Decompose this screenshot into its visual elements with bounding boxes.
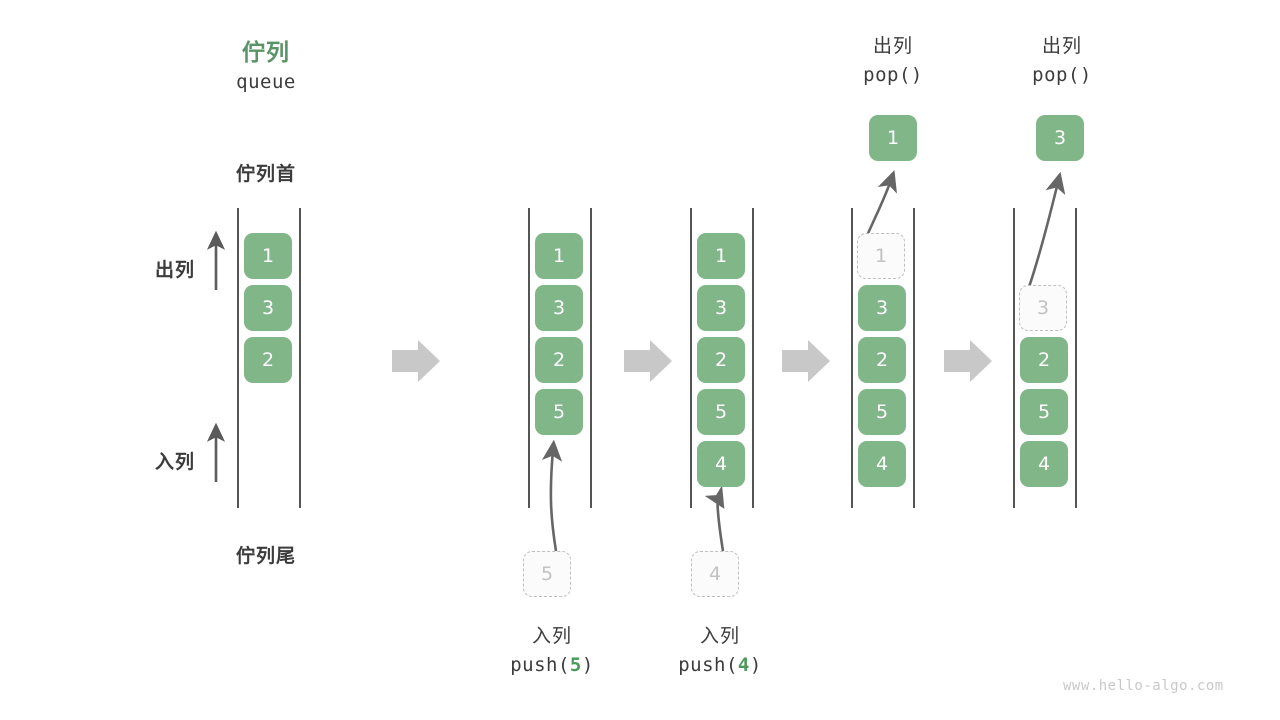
pop-1-caption: 出列 pop() [793, 32, 993, 91]
queue-cell: 2 [1020, 337, 1068, 383]
rail-right [913, 208, 915, 508]
pop-3-caption: 出列 pop() [962, 32, 1162, 91]
queue-cell: 5 [858, 389, 906, 435]
pop-1-arrow [864, 170, 897, 239]
popped-slot-ghost: 3 [1019, 285, 1067, 331]
queue-cell: 5 [697, 389, 745, 435]
push-5-arg: 5 [569, 654, 582, 677]
queue-cell: 3 [858, 285, 906, 331]
rail-right [752, 208, 754, 508]
push-5-caption-code: push(5) [452, 651, 652, 680]
push-5-close: ) [581, 654, 594, 677]
popped-slot-ghost: 1 [857, 233, 905, 279]
queue-cell: 4 [697, 441, 745, 487]
push-5-caption-cn: 入列 [531, 625, 572, 647]
queue-tail-label: 佇列尾 [235, 545, 296, 567]
transition-arrow-3 [782, 340, 830, 382]
rail-left [528, 208, 530, 508]
rail-right [299, 208, 301, 508]
rail-left [1013, 208, 1015, 508]
transition-arrow-1 [392, 340, 440, 382]
rail-left [851, 208, 853, 508]
queue-cell: 4 [858, 441, 906, 487]
push-5-caption: 入列 push(5) [452, 622, 652, 681]
rail-right [590, 208, 592, 508]
rail-right [1075, 208, 1077, 508]
push-4-arg: 4 [737, 654, 750, 677]
page-subtitle: queue [236, 71, 296, 93]
pop-3-caption-cn: 出列 [1041, 35, 1082, 57]
queue-cell: 1 [697, 233, 745, 279]
queue-cell: 2 [697, 337, 745, 383]
push-4-caption-code: push(4) [620, 651, 820, 680]
queue-cell: 3 [697, 285, 745, 331]
push-4-fn: push( [678, 654, 738, 677]
queue-cell: 2 [535, 337, 583, 383]
popped-value-cell: 3 [1036, 115, 1084, 161]
queue-cell: 2 [244, 337, 292, 383]
popped-value-cell: 1 [869, 115, 917, 161]
push-5-arrow [541, 439, 563, 552]
transition-arrow-2 [624, 340, 672, 382]
queue-cell: 3 [535, 285, 583, 331]
rail-left [237, 208, 239, 508]
pop-1-caption-code: pop() [863, 64, 923, 87]
rail-left [690, 208, 692, 508]
queue-cell: 1 [244, 233, 292, 279]
pop-3-caption-code: pop() [1032, 64, 1092, 87]
queue-cell: 2 [858, 337, 906, 383]
queue-cell: 1 [535, 233, 583, 279]
push-4-caption: 入列 push(4) [620, 622, 820, 681]
transition-arrow-4 [944, 340, 992, 382]
queue-cell: 3 [244, 285, 292, 331]
push-5-fn: push( [510, 654, 570, 677]
pending-push-cell: 4 [691, 551, 739, 597]
watermark: www.hello-algo.com [1063, 678, 1224, 694]
push-4-arrow [704, 485, 725, 552]
pending-push-cell: 5 [523, 551, 571, 597]
queue-cell: 4 [1020, 441, 1068, 487]
queue-cell: 5 [1020, 389, 1068, 435]
pop-1-caption-cn: 出列 [872, 35, 913, 57]
queue-cell: 5 [535, 389, 583, 435]
queue-head-label: 佇列首 [235, 163, 296, 185]
enqueue-label: 入列 [154, 451, 195, 473]
push-4-caption-cn: 入列 [699, 625, 740, 647]
dequeue-label: 出列 [154, 259, 195, 281]
page-title: 佇列 [242, 40, 290, 66]
pop-3-arrow [1026, 171, 1066, 291]
push-4-close: ) [749, 654, 762, 677]
